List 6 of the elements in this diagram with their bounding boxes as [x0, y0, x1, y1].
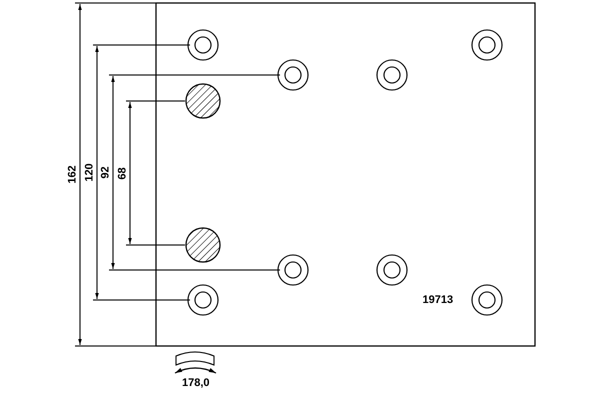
radius-value: 178,0 [182, 378, 210, 388]
part-number: 19713 [422, 294, 454, 306]
dimension-value: 162 [68, 165, 79, 184]
dimension-value: 92 [100, 166, 112, 179]
dimension-value: 68 [118, 166, 129, 180]
dimension-value: 120 [84, 163, 96, 182]
